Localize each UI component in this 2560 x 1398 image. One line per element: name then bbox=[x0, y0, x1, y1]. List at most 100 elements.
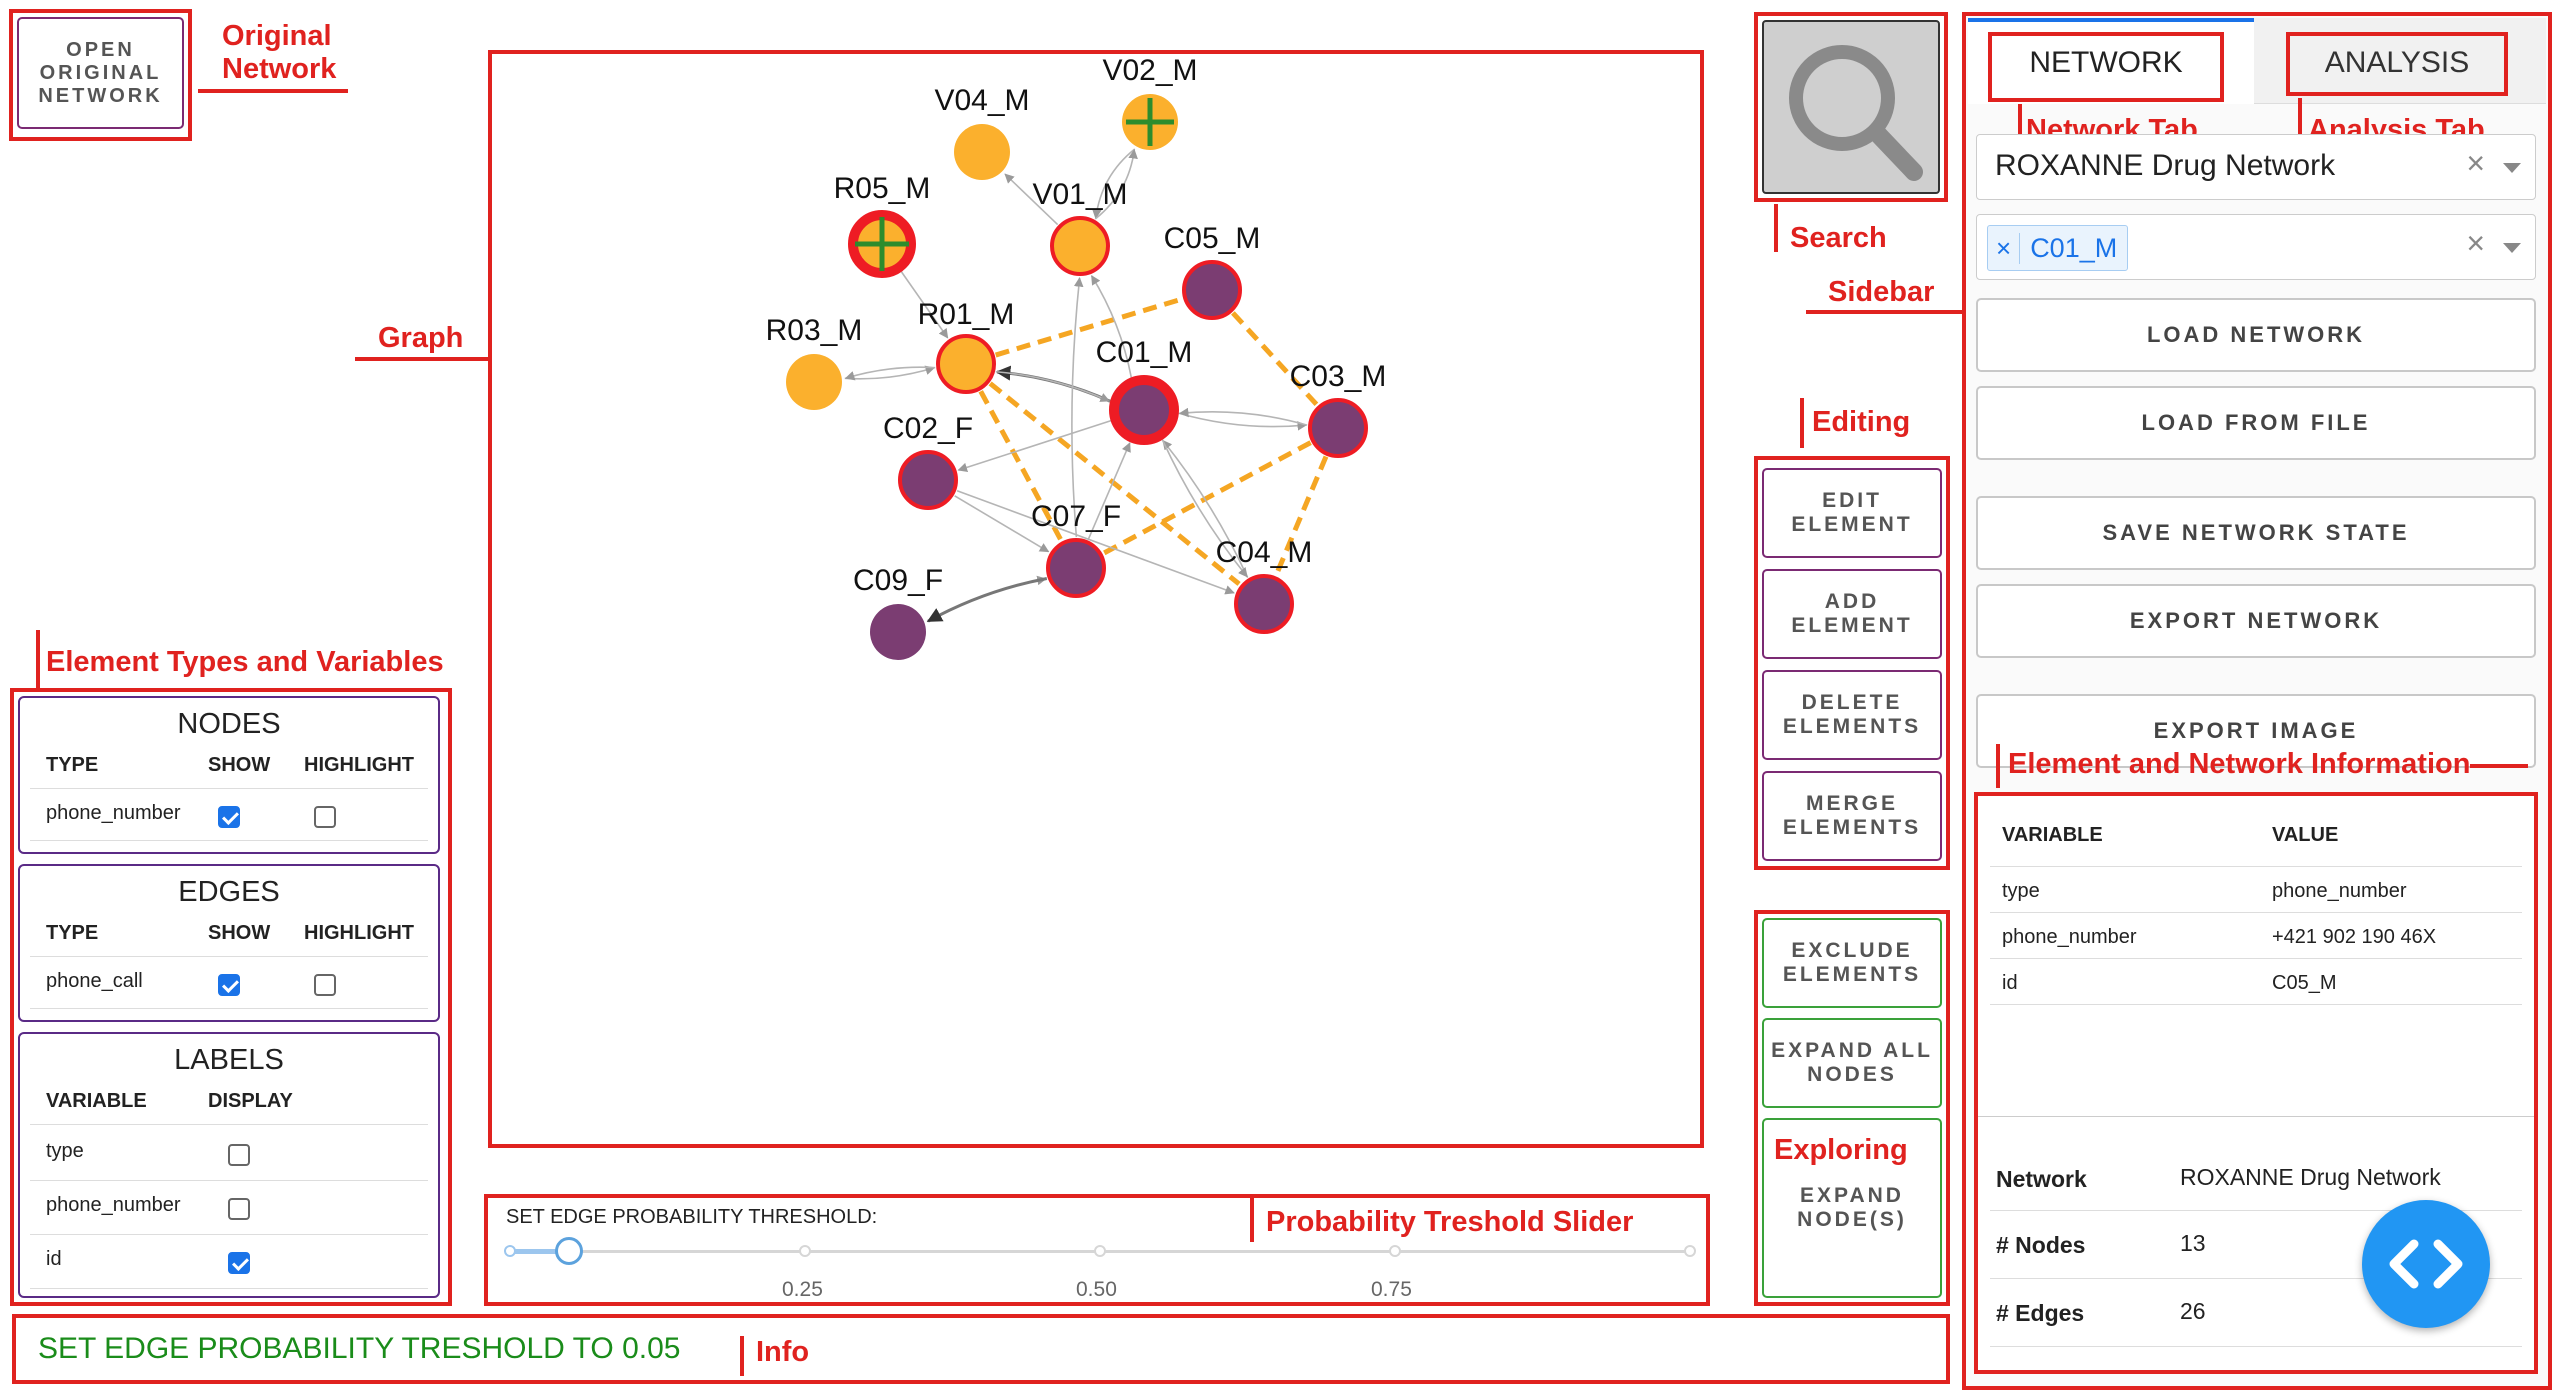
chevron-down-icon[interactable] bbox=[2503, 163, 2521, 173]
node-circle[interactable] bbox=[1050, 216, 1110, 276]
edge-C01_M-R01_M[interactable] bbox=[995, 365, 1111, 403]
load-network-button[interactable]: LOAD NETWORK bbox=[1976, 298, 2536, 372]
code-toggle-button[interactable] bbox=[2362, 1200, 2490, 1328]
slider-tick-label: 0.50 bbox=[1076, 1278, 1117, 1301]
editing-annotation: Editing bbox=[1812, 406, 1911, 438]
graph-node-c04_m[interactable]: C04_M bbox=[1216, 536, 1313, 634]
edge-C07_F-V01_M[interactable] bbox=[1071, 277, 1084, 538]
element-types-annotation: Element Types and Variables bbox=[46, 646, 444, 678]
node-circle[interactable] bbox=[1234, 574, 1294, 634]
edges-show-checkbox[interactable] bbox=[218, 974, 240, 996]
node-circle[interactable] bbox=[898, 450, 958, 510]
row-divider bbox=[30, 956, 428, 957]
graph-node-r01_m[interactable]: R01_M bbox=[918, 298, 1015, 394]
edge-C01_M-C04_M[interactable] bbox=[1161, 439, 1248, 578]
graph-node-c01_m[interactable]: C01_M bbox=[1096, 336, 1193, 445]
exclude-elements-button[interactable]: EXCLUDE ELEMENTS bbox=[1762, 918, 1942, 1008]
edges-highlight-checkbox[interactable] bbox=[314, 974, 336, 996]
graph-node-v01_m[interactable]: V01_M bbox=[1032, 178, 1128, 276]
node-circle[interactable] bbox=[870, 604, 926, 660]
clear-icon[interactable]: × bbox=[2466, 225, 2485, 261]
chip-remove-icon[interactable]: × bbox=[1988, 232, 2021, 264]
node-circle[interactable] bbox=[936, 334, 996, 394]
edges-row-type: phone_call bbox=[46, 970, 143, 992]
predicted-edge-R01_M-C05_M[interactable] bbox=[994, 296, 1183, 358]
graph-node-c05_m[interactable]: C05_M bbox=[1164, 222, 1261, 320]
graph-node-c09_f[interactable]: C09_F bbox=[853, 564, 943, 660]
add-element-button[interactable]: ADD ELEMENT bbox=[1762, 569, 1942, 659]
labels-id-checkbox[interactable] bbox=[228, 1252, 250, 1274]
slider-tick-label: 0.75 bbox=[1371, 1278, 1412, 1301]
edge-R01_M-R03_M[interactable] bbox=[844, 366, 936, 381]
edge-C01_M-V01_M[interactable] bbox=[1090, 274, 1133, 378]
labels-type-checkbox[interactable] bbox=[228, 1144, 250, 1166]
element-multiselect[interactable]: × C01_M × bbox=[1976, 214, 2536, 280]
graph-node-c02_f[interactable]: C02_F bbox=[883, 412, 973, 510]
graph-node-c03_m[interactable]: C03_M bbox=[1290, 360, 1387, 458]
edge-C04_M-C01_M[interactable] bbox=[1162, 439, 1249, 578]
info-variable: phone_number bbox=[2002, 926, 2137, 948]
predicted-edge-R01_M-C07_F[interactable] bbox=[978, 390, 1064, 542]
graph-node-r03_m[interactable]: R03_M bbox=[766, 314, 863, 410]
node-circle[interactable] bbox=[1182, 260, 1242, 320]
tab-analysis[interactable] bbox=[2286, 32, 2508, 96]
search-button[interactable] bbox=[1762, 20, 1940, 194]
edges-count-value: 26 bbox=[2180, 1298, 2206, 1324]
labels-phone-number-checkbox[interactable] bbox=[228, 1198, 250, 1220]
edge-C07_F-C09_F[interactable] bbox=[926, 577, 1048, 623]
node-circle[interactable] bbox=[1109, 375, 1179, 445]
slider-thumb[interactable] bbox=[555, 1237, 583, 1265]
edge-R01_M-C01_M[interactable] bbox=[995, 370, 1111, 402]
graph-node-v04_m[interactable]: V04_M bbox=[934, 84, 1030, 180]
edge-V02_M-V01_M[interactable] bbox=[1092, 148, 1136, 220]
export-network-button[interactable]: EXPORT NETWORK bbox=[1976, 584, 2536, 658]
expand-nodes-button[interactable]: Exploring EXPAND NODE(S) bbox=[1762, 1118, 1942, 1298]
predicted-edge-C03_M-C07_F[interactable] bbox=[1103, 440, 1312, 556]
node-circle[interactable] bbox=[1308, 398, 1368, 458]
edge-C07_F-C01_M[interactable] bbox=[1087, 442, 1131, 540]
edge-C02_F-C04_M[interactable] bbox=[956, 489, 1235, 595]
nodes-highlight-checkbox[interactable] bbox=[314, 806, 336, 828]
nodes-row-type: phone_number bbox=[46, 802, 181, 824]
edge-V01_M-V02_M[interactable] bbox=[1094, 148, 1138, 220]
node-circle[interactable] bbox=[954, 124, 1010, 180]
node-circle[interactable] bbox=[786, 354, 842, 410]
edge-R05_M-R01_M[interactable] bbox=[900, 271, 949, 339]
node-label: R03_M bbox=[766, 314, 863, 347]
expand-all-nodes-button[interactable]: EXPAND ALL NODES bbox=[1762, 1018, 1942, 1108]
edge-C02_F-C07_F[interactable] bbox=[954, 495, 1050, 553]
edit-element-button[interactable]: EDIT ELEMENT bbox=[1762, 468, 1942, 558]
clear-icon[interactable]: × bbox=[2466, 145, 2485, 181]
info-col-value: VALUE bbox=[2272, 824, 2339, 846]
slider-max-dot bbox=[1684, 1245, 1696, 1257]
load-from-file-button[interactable]: LOAD FROM FILE bbox=[1976, 386, 2536, 460]
row-divider bbox=[30, 1180, 428, 1181]
edge-C03_M-C01_M[interactable] bbox=[1178, 407, 1308, 426]
nodes-show-checkbox[interactable] bbox=[218, 806, 240, 828]
slider-tick bbox=[1094, 1245, 1106, 1257]
merge-elements-button[interactable]: MERGE ELEMENTS bbox=[1762, 771, 1942, 861]
slider-fill bbox=[510, 1249, 569, 1254]
node-circle[interactable] bbox=[1046, 538, 1106, 598]
edge-V01_M-V04_M[interactable] bbox=[1004, 173, 1059, 226]
graph-node-v02_m[interactable]: V02_M bbox=[1102, 54, 1198, 150]
predicted-edge-R01_M-C04_M[interactable] bbox=[988, 381, 1241, 586]
edge-C09_F-C07_F[interactable] bbox=[926, 575, 1047, 623]
edge-C01_M-C03_M[interactable] bbox=[1178, 412, 1308, 431]
edge-C01_M-C02_F[interactable] bbox=[957, 420, 1111, 473]
network-select[interactable]: ROXANNE Drug Network × bbox=[1976, 134, 2536, 200]
tab-network-label: NETWORK bbox=[2029, 46, 2183, 79]
graph-node-r05_m[interactable]: R05_M bbox=[834, 172, 931, 278]
export-image-button[interactable]: EXPORT IMAGE bbox=[1976, 694, 2536, 768]
graph-node-c07_f[interactable]: C07_F bbox=[1031, 500, 1121, 598]
open-original-network-button[interactable]: OPEN ORIGINAL NETWORK bbox=[17, 17, 184, 129]
delete-elements-button[interactable]: DELETE ELEMENTS bbox=[1762, 670, 1942, 760]
graph-edges bbox=[844, 148, 1329, 623]
chevron-down-icon[interactable] bbox=[2503, 243, 2521, 253]
save-network-state-button[interactable]: SAVE NETWORK STATE bbox=[1976, 496, 2536, 570]
row-divider bbox=[1978, 1116, 2534, 1117]
annotation-line bbox=[2470, 764, 2528, 768]
labels-col-display: DISPLAY bbox=[208, 1090, 293, 1112]
